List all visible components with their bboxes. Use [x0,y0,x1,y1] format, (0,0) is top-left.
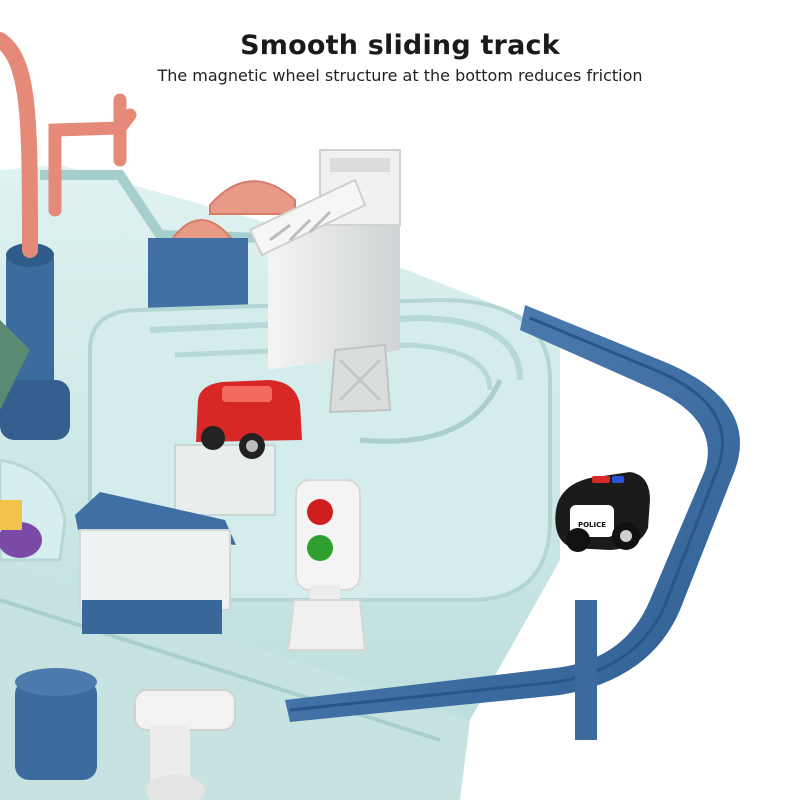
crane-tower [248,149,401,414]
headline-title: Smooth sliding track [240,30,560,61]
headline-subtitle: The magnetic wheel structure at the bott… [157,66,643,85]
left-tower [0,243,70,440]
red-car [196,380,302,459]
police-car: POLICE [555,472,650,552]
house [75,492,236,634]
foreground-pieces [0,458,236,800]
blue-track [285,305,740,740]
traffic-light [286,479,367,651]
headline: Smooth sliding track The magnetic wheel … [0,28,800,86]
police-car-badge: POLICE [578,521,606,529]
